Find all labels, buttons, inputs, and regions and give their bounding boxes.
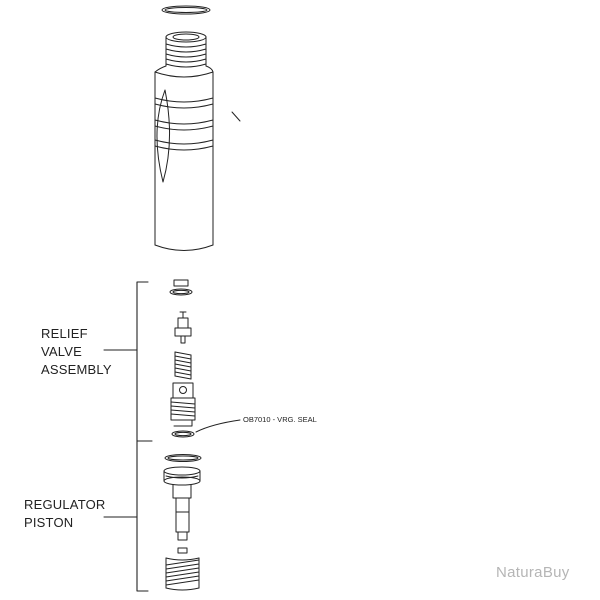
vent-line: [231, 111, 241, 122]
seal-callout-leader: [195, 419, 241, 433]
regulator-body-housing: [154, 31, 214, 251]
piston-label-line-2: PISTON: [24, 515, 74, 530]
assembly-bracket: [103, 281, 153, 592]
regulator-piston-parts: [163, 454, 202, 591]
top-o-ring: [161, 5, 211, 15]
relief-label-line-3: ASSEMBLY: [41, 362, 112, 377]
relief-valve-parts: [169, 279, 196, 438]
relief-valve-assembly-label: RELIEF VALVE ASSEMBLY: [41, 325, 112, 379]
naturabuy-watermark: NaturaBuy: [496, 564, 570, 581]
relief-label-line-1: RELIEF: [41, 326, 88, 341]
piston-label-line-1: REGULATOR: [24, 497, 106, 512]
regulator-piston-label: REGULATOR PISTON: [24, 496, 106, 532]
relief-label-line-2: VALVE: [41, 344, 82, 359]
vrg-seal-callout: OB7010 - VRG. SEAL: [243, 415, 317, 424]
